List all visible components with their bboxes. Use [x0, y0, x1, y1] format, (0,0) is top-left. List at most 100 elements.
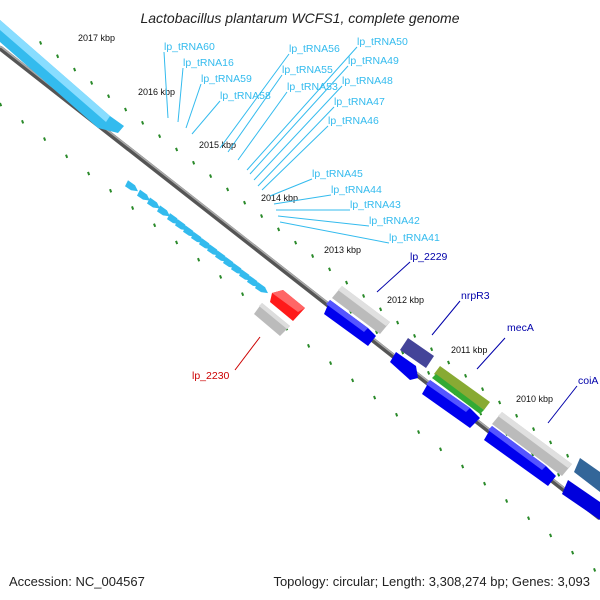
gene-mecA-block[interactable] — [432, 366, 490, 414]
trna-arrow[interactable] — [167, 213, 180, 225]
tick-mark — [351, 378, 355, 383]
kbp-labels: 2017 kbp 2016 kbp 2015 kbp 2014 kbp 2013… — [78, 33, 553, 404]
trna-label[interactable]: lp_tRNA50 — [357, 36, 408, 48]
tick-mark — [39, 40, 43, 45]
tick-mark — [277, 227, 281, 232]
tick-mark — [549, 440, 553, 445]
trna-leader-line — [253, 85, 343, 181]
trna-arrow[interactable] — [215, 250, 228, 262]
trna-leader-line — [279, 221, 390, 244]
kbp-label: 2012 kbp — [387, 295, 424, 305]
trna-arrow[interactable] — [137, 189, 150, 201]
tick-mark — [532, 427, 536, 432]
gene-lp-2229-block[interactable] — [332, 286, 390, 334]
tick-mark — [153, 223, 157, 228]
trna-leader-line — [237, 91, 288, 161]
gene-blue-block-2[interactable] — [390, 352, 418, 380]
trna-label[interactable]: lp_tRNA47 — [334, 96, 385, 108]
trna-label[interactable]: lp_tRNA49 — [348, 55, 399, 67]
trna-leader-line — [273, 194, 332, 205]
trna-label[interactable]: lp_tRNA44 — [331, 184, 382, 196]
gene-steel-block[interactable] — [574, 458, 600, 492]
trna-arrow[interactable] — [147, 197, 160, 209]
trna-arrow-large[interactable] — [0, 20, 124, 133]
tick-mark — [21, 119, 25, 124]
tick-mark — [549, 533, 553, 538]
trna-label[interactable]: lp_tRNA58 — [220, 90, 271, 102]
trna-leader-line — [261, 125, 329, 191]
trna-arrow[interactable] — [183, 225, 196, 237]
trna-label[interactable]: lp_tRNA16 — [183, 57, 234, 69]
trna-arrow[interactable] — [199, 238, 212, 250]
kbp-label: 2016 kbp — [138, 87, 175, 97]
gene-grey-block-1[interactable] — [254, 303, 290, 336]
tick-mark — [124, 107, 128, 112]
tick-mark — [90, 80, 94, 85]
tick-mark — [498, 400, 502, 405]
trna-arrow-cluster[interactable] — [125, 180, 268, 294]
trna-arrow[interactable] — [223, 257, 236, 269]
topology-text: Topology: circular; Length: 3,308,274 bp… — [273, 574, 590, 589]
tick-mark — [447, 360, 451, 365]
trna-label[interactable]: lp_tRNA43 — [350, 199, 401, 211]
tick-mark — [175, 147, 179, 152]
gene-lp-2230-block[interactable] — [270, 290, 305, 321]
trna-leader-line — [227, 74, 283, 153]
gene-label-lp-2229[interactable]: lp_2229 — [410, 251, 448, 263]
accession-text: Accession: NC_004567 — [9, 574, 145, 589]
trna-label[interactable]: lp_tRNA48 — [342, 75, 393, 87]
tick-mark — [311, 254, 315, 258]
trna-label[interactable]: lp_tRNA45 — [312, 168, 363, 180]
trna-label[interactable]: lp_tRNA59 — [201, 73, 252, 85]
tick-mark — [461, 464, 465, 469]
tick-mark — [362, 293, 366, 298]
tick-mark — [379, 307, 383, 312]
trna-leader-line — [257, 106, 335, 187]
tick-mark — [241, 292, 245, 297]
gene-blue-block-1[interactable] — [324, 300, 376, 346]
trna-arrow[interactable] — [175, 219, 188, 231]
trna-arrow[interactable] — [239, 269, 252, 281]
kbp-label: 2014 kbp — [261, 193, 298, 203]
trna-arrow[interactable] — [247, 275, 260, 287]
tick-mark — [481, 387, 485, 392]
trna-label[interactable]: lp_tRNA53 — [287, 81, 338, 93]
kbp-label: 2011 kbp — [451, 345, 487, 355]
tick-mark — [345, 280, 349, 285]
trna-arrow[interactable] — [125, 180, 138, 192]
gene-blue-block-5[interactable] — [562, 480, 600, 520]
trna-arrow[interactable] — [207, 244, 220, 256]
kbp-tick-tracks — [0, 40, 597, 572]
gene-blue-block-3[interactable] — [422, 380, 480, 428]
trna-leader-line — [163, 51, 169, 119]
trna-label[interactable]: lp_tRNA41 — [389, 232, 440, 244]
gene-label-mecA[interactable]: mecA — [507, 322, 534, 334]
trna-arrow[interactable] — [157, 205, 170, 217]
gene-nrpR3-block[interactable] — [400, 338, 434, 368]
trna-arrow[interactable] — [231, 263, 244, 275]
trna-label[interactable]: lp_tRNA55 — [282, 64, 333, 76]
tick-mark — [107, 94, 111, 99]
trna-leader-line — [269, 178, 313, 197]
tick-mark — [131, 206, 135, 210]
trna-label[interactable]: lp_tRNA60 — [164, 41, 215, 53]
tick-mark — [439, 447, 443, 452]
tick-mark — [566, 453, 570, 458]
trna-label[interactable]: lp_tRNA56 — [289, 43, 340, 55]
tick-mark — [307, 343, 311, 348]
gene-coiA-block[interactable] — [492, 412, 572, 476]
gene-label-nrpR3[interactable]: nrpR3 — [461, 290, 490, 302]
tick-mark — [87, 171, 91, 176]
gene-label-coiA[interactable]: coiA — [578, 375, 598, 387]
trna-arrow[interactable] — [255, 282, 268, 294]
tick-mark — [593, 567, 597, 572]
tick-mark — [483, 481, 487, 486]
trna-label[interactable]: lp_tRNA46 — [328, 115, 379, 127]
trna-label[interactable]: lp_tRNA42 — [369, 215, 420, 227]
trna-arrow[interactable] — [191, 231, 204, 243]
gene-blue-block-4[interactable] — [484, 426, 556, 486]
tick-mark — [0, 102, 3, 107]
gene-label-lp-2230[interactable]: lp_2230 — [192, 370, 230, 382]
tick-mark — [43, 137, 47, 142]
